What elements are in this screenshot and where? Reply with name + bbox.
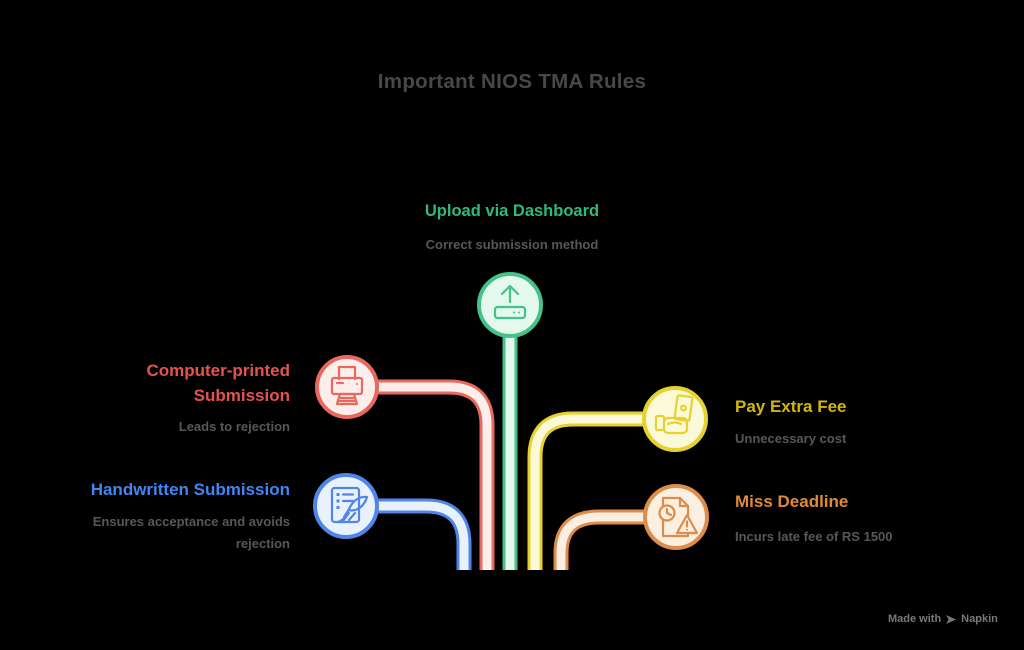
page-title: Important NIOS TMA Rules (377, 70, 647, 93)
document-warning-icon (658, 496, 699, 538)
money-hand-icon (654, 394, 694, 435)
deadline-node-description: Incurs late fee of RS 1500 (735, 529, 893, 544)
handwritten-node-label: Handwritten Submission (90, 480, 290, 499)
napkin-logo-icon (946, 614, 957, 624)
handwritten-node-circle (313, 473, 379, 539)
connector-handwritten (346, 498, 472, 570)
deadline-node-circle (643, 484, 709, 550)
handwritten-node-description: Ensures acceptance and avoids rejection (92, 514, 290, 551)
watermark-made-with: Made with (888, 613, 942, 625)
watermark-brand: Napkin (961, 613, 998, 625)
connector-fee (527, 411, 675, 570)
upload-node-description: Correct submission method (425, 237, 599, 252)
upload-node-label: Upload via Dashboard (424, 202, 600, 220)
writing-hand-icon (330, 486, 369, 524)
fee-node-label: Pay Extra Fee (735, 397, 847, 416)
deadline-node-label: Miss Deadline (735, 492, 849, 511)
connector-printed (347, 379, 495, 570)
printed-node-circle (315, 355, 379, 419)
printer-icon (330, 365, 364, 406)
connector-deadline (553, 509, 676, 570)
fee-node-description: Unnecessary cost (735, 431, 847, 446)
watermark[interactable]: Made with Napkin (888, 613, 998, 625)
upload-icon (493, 284, 527, 320)
upload-node-circle (477, 272, 543, 338)
printed-node-description: Leads to rejection (178, 419, 290, 434)
printed-node-label: Computer-printed Submission (146, 361, 290, 405)
